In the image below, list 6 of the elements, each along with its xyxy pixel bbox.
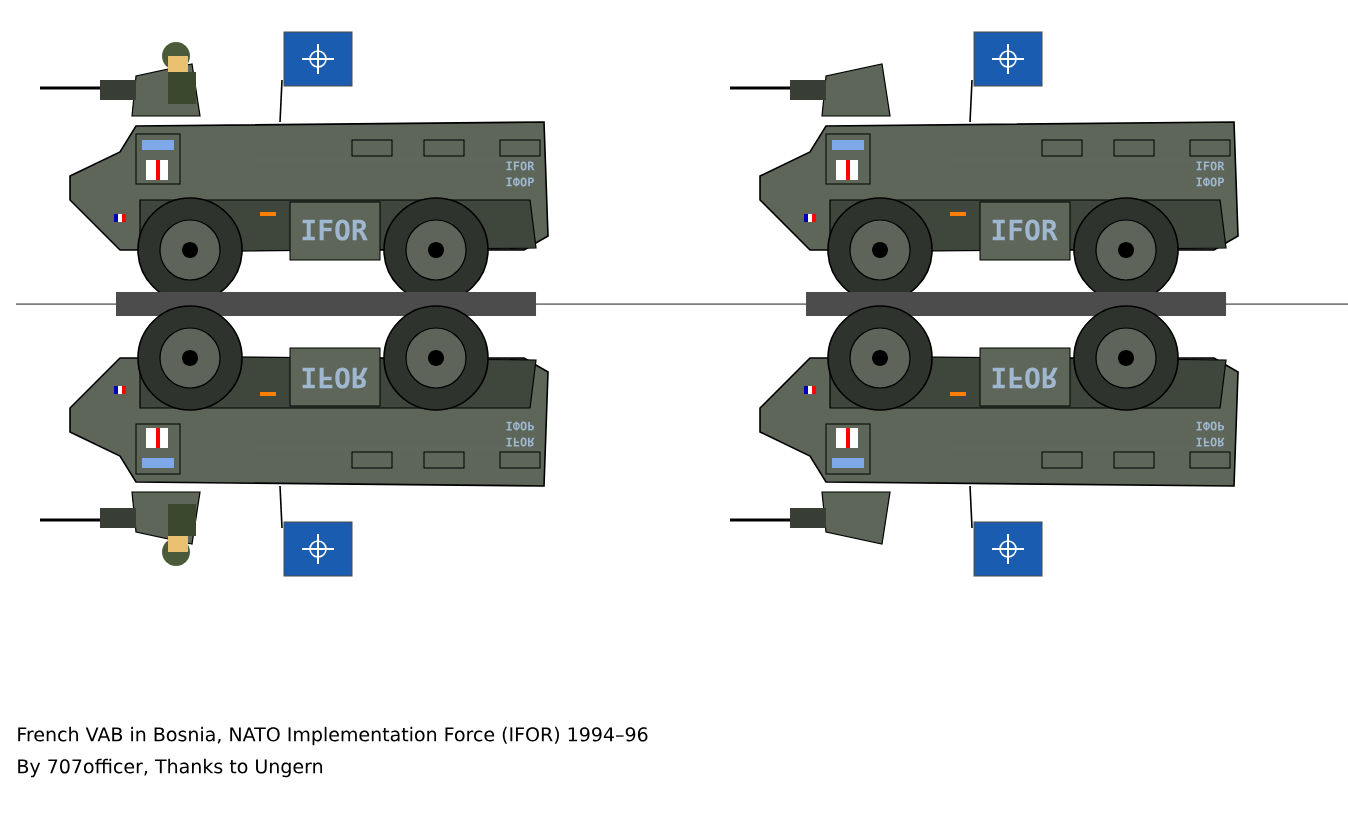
hull-marking: IFOR: [992, 219, 1058, 241]
hull-marking: IFOR: [302, 219, 368, 241]
caption-line: French VAB in Bosnia, NATO Implementation Force (IFOR) 1994–96: [18, 726, 648, 746]
hull-marking: IFOR: [992, 367, 1058, 389]
hull-marking: IFOR: [302, 367, 368, 389]
caption-line: By 707officer, Thanks to Ungern: [18, 758, 323, 778]
